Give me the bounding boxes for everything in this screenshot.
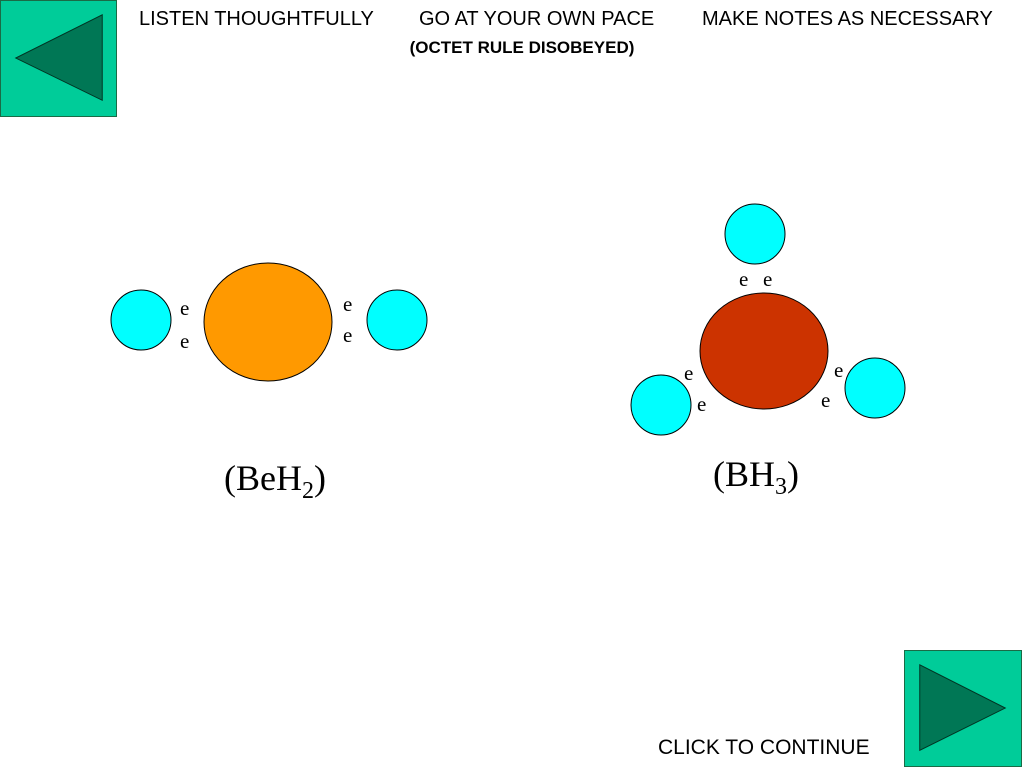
continue-label[interactable]: CLICK TO CONTINUE: [658, 736, 870, 759]
bh3-formula-suffix: ): [787, 454, 799, 494]
bh3-electron: e: [739, 267, 748, 291]
beh2-formula-suffix: ): [314, 458, 326, 498]
bh3-electron: e: [834, 358, 843, 382]
beh2-hydrogen-left: [110, 289, 172, 351]
beh2-hydrogen-right: [366, 289, 428, 351]
instruction-pace: GO AT YOUR OWN PACE: [419, 8, 655, 30]
bh3-boron-atom: [699, 292, 829, 410]
back-button[interactable]: [0, 0, 117, 117]
beh2-electron: e: [343, 292, 352, 316]
left-triangle-icon: [1, 1, 116, 116]
beh2-molecule: e e e e (BeH2): [110, 262, 428, 504]
bh3-formula-subscript: 3: [775, 474, 787, 500]
bh3-hydrogen-left: [630, 374, 692, 436]
beh2-formula-prefix: (BeH: [224, 458, 302, 498]
bh3-formula-prefix: (BH: [713, 454, 775, 494]
beh2-formula: (BeH2): [224, 458, 326, 504]
bh3-electron: e: [684, 361, 693, 385]
bh3-electron: e: [763, 267, 772, 291]
bh3-electron: e: [821, 388, 830, 412]
next-button[interactable]: [904, 650, 1022, 767]
page-subtitle: (OCTET RULE DISOBEYED): [409, 38, 635, 57]
bh3-electron: e: [697, 392, 706, 416]
instruction-listen: LISTEN THOUGHTFULLY: [139, 8, 374, 30]
bh3-formula: (BH3): [713, 454, 799, 500]
beh2-electron: e: [343, 323, 352, 347]
beh2-beryllium-atom: [203, 262, 333, 382]
bh3-molecule: e e e e e e (BH3): [630, 203, 906, 500]
beh2-electron: e: [180, 296, 189, 320]
bh3-hydrogen-top: [724, 203, 786, 265]
bh3-hydrogen-right: [844, 357, 906, 419]
beh2-electron: e: [180, 329, 189, 353]
right-triangle-icon: [905, 651, 1021, 766]
beh2-formula-subscript: 2: [302, 478, 314, 504]
instruction-notes: MAKE NOTES AS NECESSARY: [702, 8, 993, 30]
